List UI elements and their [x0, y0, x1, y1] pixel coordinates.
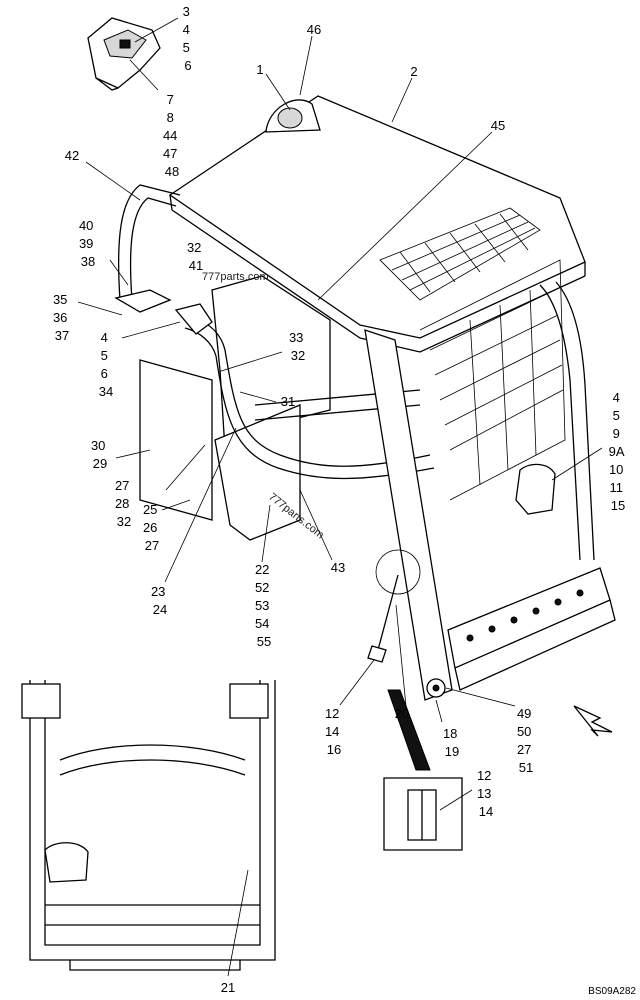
side-plate	[139, 359, 213, 521]
callout-21: 21	[221, 980, 235, 995]
callout-23-24: 23 24	[151, 584, 169, 617]
direction-arrow	[573, 705, 613, 737]
callout-4-5-9-9a-10-11-15: 4 5 9 9A 10 11 15	[609, 390, 628, 513]
callout-33-32: 33 32	[289, 330, 307, 363]
latch-detail	[87, 17, 161, 91]
roof-panel	[168, 95, 586, 353]
bottom-bar	[447, 567, 616, 691]
callout-46: 46	[307, 22, 321, 37]
callout-7-8-44-47-48: 7 8 44 47 48	[163, 92, 181, 179]
leader-lines	[77, 17, 603, 977]
brace-tube	[174, 303, 435, 480]
rear-bumpers	[265, 99, 321, 133]
strut-detail	[383, 689, 463, 851]
left-handle	[114, 184, 181, 313]
callout-32-41: 32 41	[187, 240, 205, 273]
callout-49-50-27-51: 49 50 27 51	[517, 706, 535, 775]
callout-18-19: 18 19	[443, 726, 461, 759]
callout-45: 45	[491, 118, 505, 133]
callout-20: 20	[395, 706, 409, 721]
callout-12-13-14: 12 13 14	[477, 768, 495, 819]
side-screen	[419, 259, 566, 501]
callout-labels: 3 4 5 6 7 8 44 47 48 46 1 2 45 42 40 39	[53, 4, 628, 995]
callout-30-29: 30 29	[91, 438, 109, 471]
callout-31: 31	[281, 394, 295, 409]
drawing-code: BS09A282	[588, 986, 636, 997]
roof-grille	[379, 207, 541, 301]
gas-strut	[367, 549, 421, 663]
callout-12-14-16: 12 14 16	[325, 706, 343, 757]
callout-2: 2	[410, 64, 417, 79]
watermark-top: 777parts.com	[202, 271, 269, 283]
frame-front-view	[21, 680, 276, 971]
callout-42: 42	[65, 148, 79, 163]
callout-35-36-37: 35 36 37	[53, 292, 71, 343]
callout-4-5-6-34: 4 5 6 34	[99, 330, 113, 399]
front-pillar-right	[515, 281, 595, 561]
callout-1: 1	[256, 62, 263, 77]
callout-27-28-32: 27 28 32	[115, 478, 133, 529]
bar-holes	[466, 589, 584, 642]
callout-25-26-27: 25 26 27	[143, 502, 161, 553]
callout-40-39-38: 40 39 38	[79, 218, 97, 269]
front-pillar-left	[364, 329, 453, 701]
callout-22-52-53-54-55: 22 52 53 54 55	[255, 562, 273, 649]
callout-43: 43	[331, 560, 345, 575]
rear-frame	[211, 275, 421, 541]
callout-3-4-5-6: 3 4 5 6	[183, 4, 194, 73]
